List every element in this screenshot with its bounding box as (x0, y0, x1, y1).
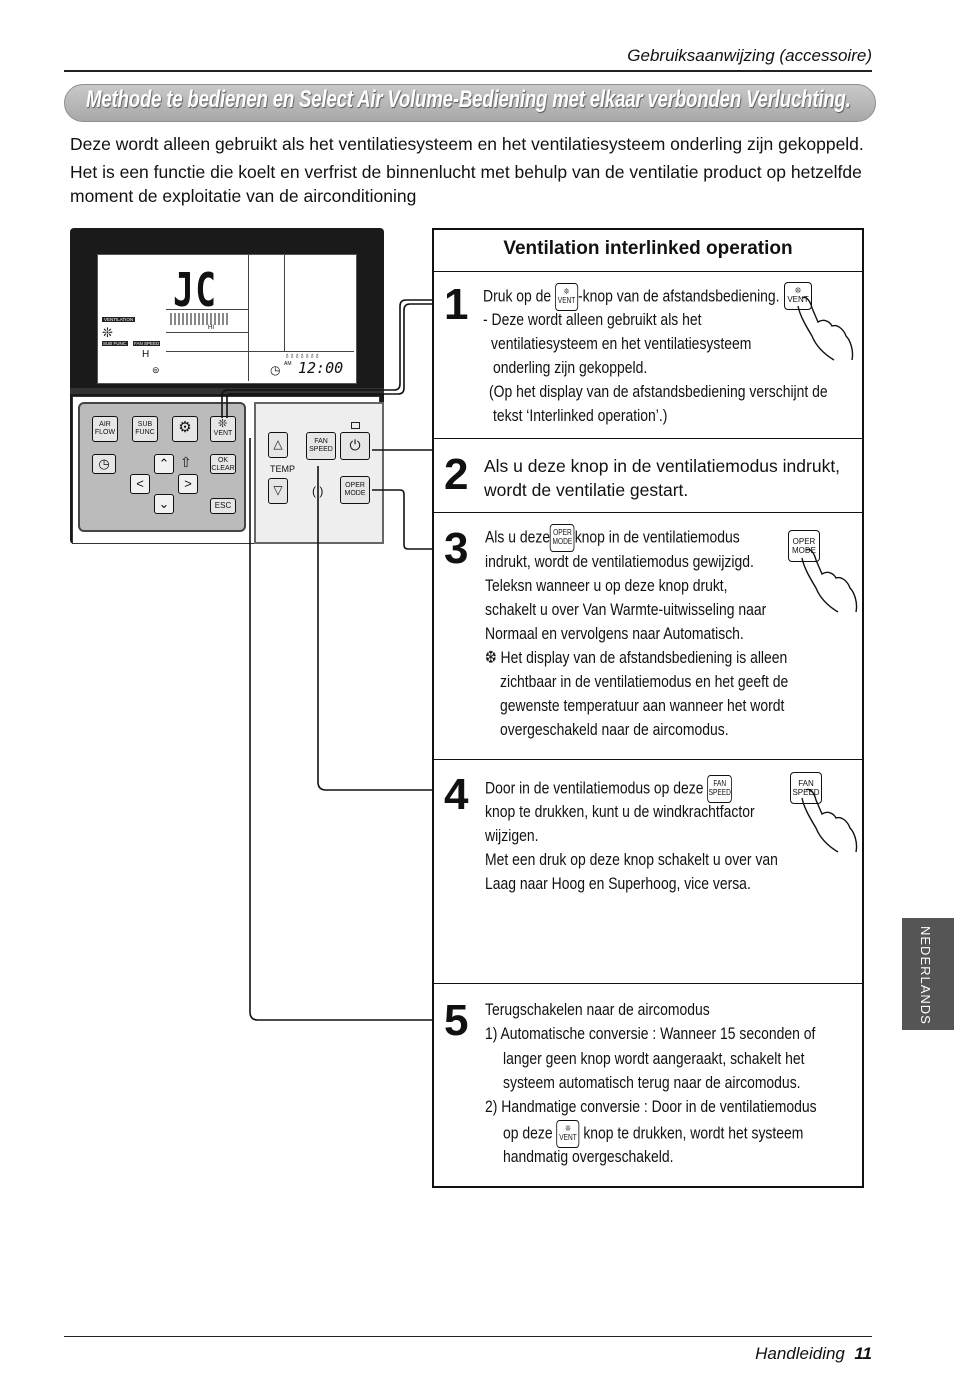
divider (434, 759, 862, 760)
step-2-line-1: Als u deze knop in de ventilatiemodus in… (484, 456, 841, 476)
remote-lcd: JC HI VENTILATION ❊ SUB FUNC. FAN SPEED … (97, 254, 357, 384)
temp-label: TEMP (270, 464, 296, 474)
up-arrow-key[interactable]: ⌃ (154, 454, 174, 474)
lcd-time: 12:00 (298, 359, 344, 377)
step-5-line-2: 1) Automatische conversie : Wanneer 15 s… (485, 1024, 816, 1043)
sub-func-key[interactable]: SUB FUNC (132, 416, 158, 442)
step-1-line-3: ventilatiesysteem en het ventilatiesyste… (491, 334, 752, 353)
step-3-line-2: indrukt, wordt de ventilatiemodus gewijz… (485, 552, 754, 571)
step-3-line-5: Normaal en vervolgens naar Automatisch. (485, 624, 744, 643)
divider (434, 983, 862, 984)
remote-keypad: AIR FLOW SUB FUNC ⚙ VENT ❊ ◷ ⌃ < > ⌄ ⇧ O… (78, 402, 246, 532)
esc-key[interactable]: ESC (210, 498, 236, 514)
temp-down-key[interactable]: ▽ (268, 478, 288, 504)
vent-button-icon: ❊VENT (555, 283, 579, 311)
page-title: Methode te bedienen en Select Air Volume… (86, 86, 851, 113)
vent-key-icon: ❊ (218, 418, 228, 430)
lcd-am: AM (284, 361, 292, 367)
lcd-fan-bar (170, 313, 230, 325)
title-bar (64, 84, 876, 122)
right-arrow-key[interactable]: > (178, 474, 198, 494)
step-5-line-7: handmatig overgeschakeld. (503, 1147, 674, 1166)
vent-button-icon: ❊VENT (556, 1120, 580, 1148)
remote-right-panel: △ TEMP ▽ FAN SPEED ( ) ⏻ OPER MODE (254, 402, 384, 544)
step-3-line-8: gewenste temperatuur aan wanneer het wor… (500, 696, 785, 715)
pressing-hand-icon (797, 296, 854, 361)
step-number: 1 (444, 280, 469, 329)
lcd-fan-speed: FAN SPEED (133, 341, 161, 346)
step-1-line-1: Druk op de ❊VENT-knop van de afstandsbed… (483, 283, 780, 311)
oper-mode-key[interactable]: OPER MODE (340, 476, 370, 504)
lcd-week-icons: ♁♁♁♁♁♁♁ (284, 351, 320, 360)
ok-clear-key[interactable]: OK CLEAR (210, 454, 236, 474)
intro-line-2: Het is een functie die koelt en verfrist… (70, 162, 862, 206)
step-5-line-3: langer geen knop wordt aangeraakt, schak… (503, 1049, 805, 1068)
step-5-line-4: systeem automatisch terug naar de aircom… (503, 1073, 801, 1092)
step-number: 4 (444, 770, 469, 819)
fan-speed-key[interactable]: FAN SPEED (306, 432, 336, 460)
footer-rule (64, 1336, 872, 1337)
intro-line-1: Deze wordt alleen gebruikt als het venti… (70, 134, 864, 154)
lcd-sub-func: SUB FUNC. (102, 341, 129, 346)
step-2-line-2: wordt de ventilatie gestart. (484, 480, 689, 500)
language-tab (902, 918, 954, 1030)
lcd-filter-icon: ⊜ (152, 365, 160, 375)
settings-key[interactable]: ⚙ (172, 416, 198, 442)
pressing-hand-icon (801, 548, 858, 613)
air-flow-key[interactable]: AIR FLOW (92, 416, 118, 442)
lcd-vent-icon: ❊ (102, 325, 113, 340)
left-arrow-key[interactable]: < (130, 474, 150, 494)
lock-icon: ⇧ (180, 454, 192, 470)
step-5-line-5: 2) Handmatige conversie : Door in de ven… (485, 1097, 817, 1116)
step-number: 3 (444, 524, 469, 573)
temp-up-key[interactable]: △ (268, 432, 288, 458)
step-3-line-3: Teleksn wanneer u op deze knop drukt, (485, 576, 728, 595)
pressing-hand-icon (801, 788, 858, 853)
lcd-temp-digits: JC (173, 263, 218, 317)
step-1-line-6: tekst ‘Interlinked operation’.) (493, 406, 668, 425)
power-key[interactable]: ⏻ (340, 432, 370, 460)
running-header: Gebruiksaanwijzing (accessoire) (627, 46, 872, 65)
lcd-h: H (142, 349, 150, 360)
footer: Handleiding 11 (755, 1344, 872, 1364)
divider (434, 438, 862, 439)
footer-label: Handleiding (755, 1344, 845, 1363)
step-3-line-4: schakelt u over Van Warmte-uitwisseling … (485, 600, 767, 619)
step-4-line-2: knop te drukken, kunt u de windkrachtfac… (485, 802, 755, 821)
instruction-box (432, 228, 864, 1188)
divider (434, 512, 862, 513)
step-5-line-1: Terugschakelen naar de aircomodus (485, 1000, 710, 1019)
step-3-line-9: overgeschakeld naar de aircomodus. (500, 720, 729, 739)
step-3-line-6: ❆ Het display van de afstandsbediening i… (485, 648, 788, 667)
language-tab-label: NEDERLANDS (918, 926, 933, 1025)
lcd-clock-icon: ◷ (270, 363, 281, 377)
timer-key[interactable]: ◷ (92, 454, 116, 474)
box-title: Ventilation interlinked operation (503, 238, 793, 259)
vent-key[interactable]: VENT (210, 416, 236, 442)
header-rule (64, 70, 872, 72)
page-number: 11 (854, 1344, 872, 1363)
step-4-line-4: Met een druk op deze knop schakelt u ove… (485, 850, 778, 869)
lcd-ventilation: VENTILATION (102, 317, 136, 322)
step-5-line-6: op deze ❊VENT knop te drukken, wordt het… (503, 1120, 803, 1148)
down-arrow-key[interactable]: ⌄ (154, 494, 174, 514)
step-1-line-4: onderling zijn gekoppeld. (493, 358, 648, 377)
step-4-line-3: wijzigen. (485, 826, 539, 845)
step-1-line-2: - Deze wordt alleen gebruikt als het (483, 310, 702, 329)
vent-button-icon: ❊VENT (784, 282, 812, 310)
step-number: 2 (444, 450, 469, 499)
step-number: 5 (444, 996, 469, 1045)
step-1-line-5: (Op het display van de afstandsbediening… (489, 382, 828, 401)
divider (434, 271, 862, 272)
step-3-line-7: zichtbaar in de ventilatiemodus en het g… (500, 672, 789, 691)
lcd-hi: HI (208, 325, 214, 331)
step-4-line-5: Laag naar Hoog en Superhoog, vice versa. (485, 874, 751, 893)
